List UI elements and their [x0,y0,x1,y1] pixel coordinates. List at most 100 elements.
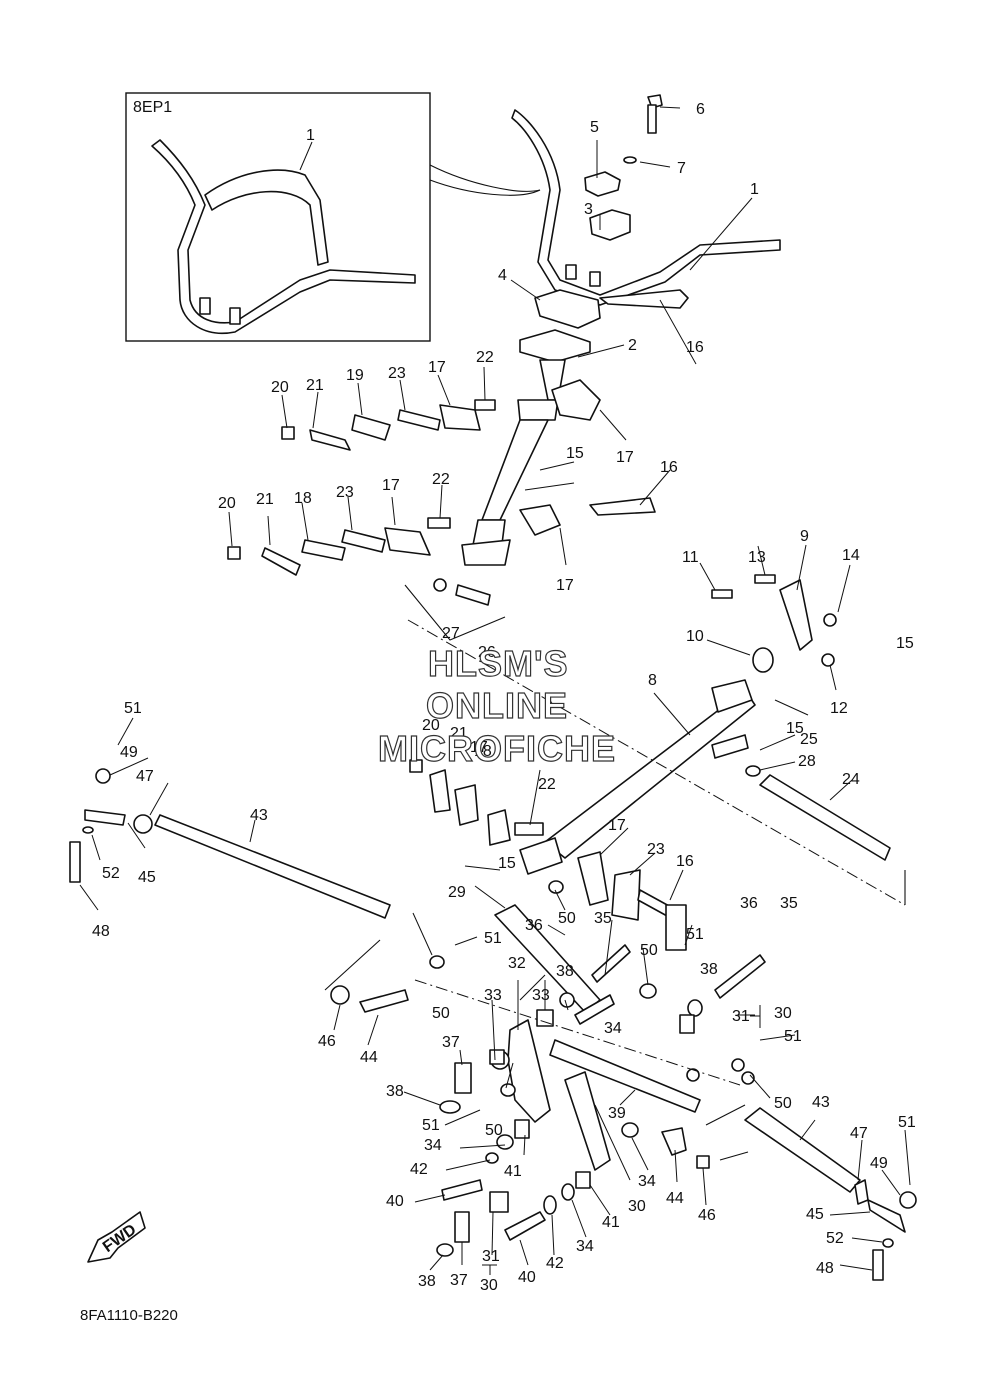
callout-48: 48 [816,1260,834,1277]
callout-50: 50 [774,1095,792,1112]
callout-46: 46 [698,1207,716,1224]
callout-15: 15 [498,855,516,872]
callout-34: 34 [576,1238,594,1255]
leader-lines [79,106,911,1275]
callout-45: 45 [138,869,156,886]
callout-36: 36 [740,895,758,912]
callout-23: 23 [647,841,665,858]
callout-33: 33 [532,987,550,1004]
callout-30: 30 [480,1277,498,1294]
inset-label: 8EP1 [133,99,172,116]
callout-17: 17 [608,817,626,834]
callout-42: 42 [546,1255,564,1272]
callout-35: 35 [780,895,798,912]
callout-11: 11 [682,549,699,566]
callout-38: 38 [700,961,718,978]
callout-43: 43 [250,807,268,824]
callout-38: 38 [556,963,574,980]
callout-20: 20 [218,495,236,512]
callout-31: 31 [732,1008,750,1025]
callout-33: 33 [484,987,502,1004]
callout-37: 37 [450,1272,468,1289]
callout-47: 47 [850,1125,868,1142]
callout-37: 37 [442,1034,460,1051]
handlebar-holders [534,94,663,329]
inset-handlebar-variant: 8EP1 1 [125,92,541,342]
callout-17: 17 [556,577,574,594]
callout-52: 52 [102,865,120,882]
callout-27: 27 [442,625,460,642]
callout-15: 15 [896,635,914,652]
watermark-line-2: ONLINE [426,685,568,726]
callout-51: 51 [484,930,502,947]
callout-50: 50 [432,1005,450,1022]
callout-20: 20 [271,379,289,396]
callout-41: 41 [602,1214,620,1231]
callout-48: 48 [92,923,110,940]
callout-12: 12 [830,700,848,717]
watermark-line-1: HLSM'S [428,643,569,684]
callout-7: 7 [677,160,686,177]
callout-34: 34 [638,1173,656,1190]
callout-22: 22 [538,776,556,793]
callout-23: 23 [388,365,406,382]
callout-50: 50 [640,942,658,959]
callout-20: 20 [422,717,440,734]
callout-49: 49 [870,1155,888,1172]
tie-rods [154,774,891,1193]
callout-34: 34 [604,1020,622,1037]
forward-direction-badge: FWD [87,1211,146,1263]
callout-50: 50 [485,1122,503,1139]
hardware [69,289,917,1281]
callout-52: 52 [826,1230,844,1247]
callout-25: 25 [800,731,818,748]
callout-39: 39 [608,1105,626,1122]
callout-45: 45 [806,1206,824,1223]
callout-16: 16 [686,339,704,356]
callout-36: 36 [525,917,543,934]
callout-41: 41 [504,1163,522,1180]
watermark-line-3: MICROFICHE [378,728,616,769]
callout-35: 35 [594,910,612,927]
callout-21: 21 [256,491,274,508]
callout-51: 51 [124,700,142,717]
callout-44: 44 [360,1049,378,1066]
inset-callout: 1 [306,127,315,144]
callout-16: 16 [676,853,694,870]
callout-51: 51 [898,1114,916,1131]
callout-18: 18 [294,490,312,507]
callout-31: 31 [482,1248,500,1265]
callout-18: 18 [474,743,492,760]
callout-17: 17 [428,359,446,376]
callout-4: 4 [498,267,507,284]
callout-14: 14 [842,547,860,564]
callout-51: 51 [784,1028,802,1045]
callout-30: 30 [628,1198,646,1215]
callout-22: 22 [476,349,494,366]
callout-42: 42 [410,1161,428,1178]
callout-22: 22 [432,471,450,488]
callout-21: 21 [306,377,324,394]
callout-23: 23 [336,484,354,501]
lower-linkage [494,904,701,1171]
callout-17: 17 [382,477,400,494]
callout-44: 44 [666,1190,684,1207]
callout-15: 15 [566,445,584,462]
callout-3: 3 [584,201,593,218]
callout-6: 6 [696,101,705,118]
callout-16: 16 [660,459,678,476]
callout-46: 46 [318,1033,336,1050]
callout-15: 15 [786,720,804,737]
drawing-code: 8FA1110-B220 [80,1307,178,1324]
callout-50: 50 [558,910,576,927]
callout-43: 43 [812,1094,830,1111]
callout-2: 2 [628,337,637,354]
callout-32: 32 [508,955,526,972]
callout-28: 28 [798,753,816,770]
callout-40: 40 [518,1269,536,1286]
callout-51: 51 [422,1117,440,1134]
callout-13: 13 [748,549,766,566]
callout-49: 49 [120,744,138,761]
